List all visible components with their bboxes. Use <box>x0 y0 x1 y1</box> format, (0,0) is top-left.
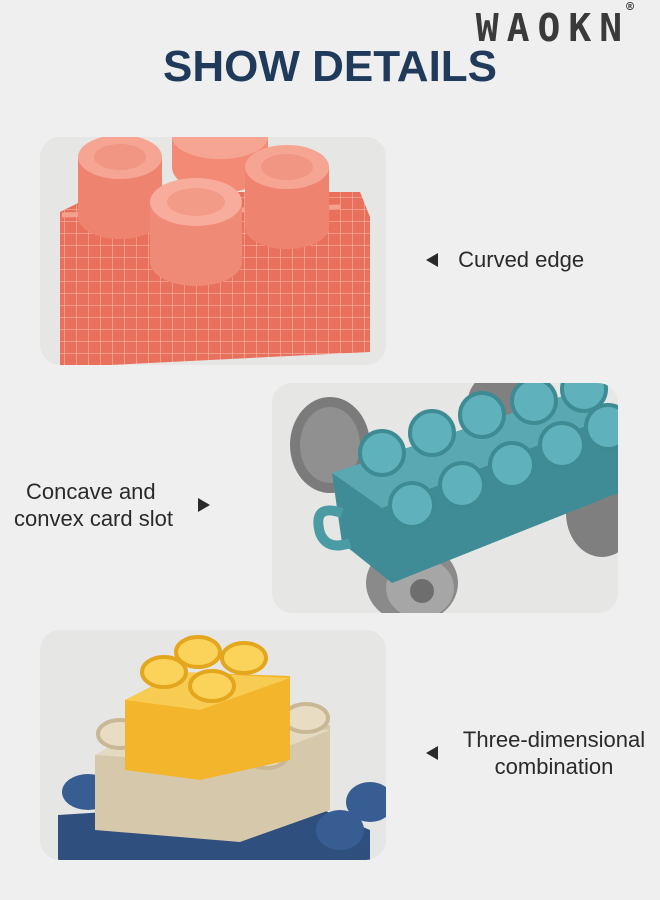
feature-label-line2: combination <box>494 754 614 779</box>
arrow-left-icon <box>426 746 438 760</box>
feature-card-slot: Concave and convex card slot <box>14 478 173 532</box>
three-dimensional-image <box>40 630 386 860</box>
registered-mark: ® <box>626 0 634 16</box>
card-slot-image <box>272 383 618 613</box>
feature-three-dimensional: Three-dimensional combination <box>426 726 654 780</box>
feature-label-line1: Concave and <box>26 479 156 504</box>
brand-logo: WAOKN® <box>475 0 634 50</box>
curved-edge-image <box>40 137 386 365</box>
brand-name: WAOKN <box>475 6 631 50</box>
feature-curved-edge: Curved edge <box>426 246 584 273</box>
arrow-left-icon <box>426 253 438 267</box>
page-title: SHOW DETAILS <box>162 42 498 91</box>
feature-label-line1: Three-dimensional <box>462 727 646 752</box>
arrow-right-icon <box>198 498 210 512</box>
feature-label: Curved edge <box>458 247 585 272</box>
feature-label-line2: convex card slot <box>14 506 173 531</box>
